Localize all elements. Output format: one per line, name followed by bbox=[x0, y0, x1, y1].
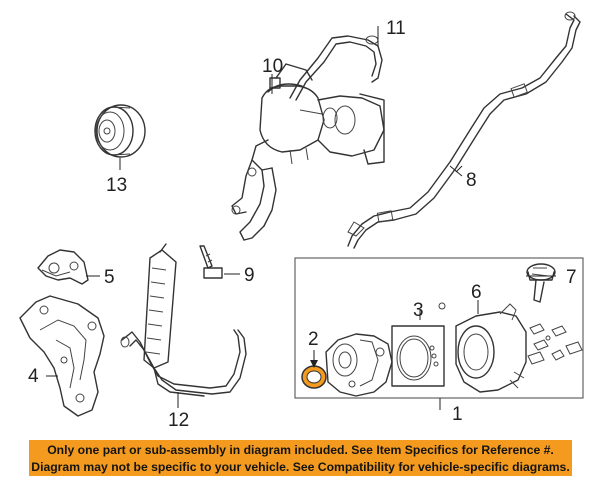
callout-10: 10 bbox=[262, 56, 283, 77]
hose-part-11 bbox=[289, 35, 383, 101]
disclaimer-banner: Only one part or sub-assembly in diagram… bbox=[29, 440, 572, 476]
pump-body bbox=[325, 333, 393, 397]
hydroboost-part-10 bbox=[231, 63, 385, 241]
callout-1: 1 bbox=[452, 404, 463, 425]
fittings bbox=[527, 323, 583, 365]
disclaimer-line-2: Diagram may not be specific to your vehi… bbox=[31, 460, 570, 474]
callout-12: 12 bbox=[168, 410, 189, 430]
cap-part-7 bbox=[526, 263, 556, 303]
callout-3: 3 bbox=[413, 300, 424, 321]
seal-part-2-highlighted bbox=[301, 365, 327, 389]
pulley-part-13 bbox=[94, 104, 146, 158]
callout-8: 8 bbox=[466, 170, 477, 191]
bolt-part-9 bbox=[199, 245, 223, 279]
bracket-part-4 bbox=[19, 295, 105, 417]
callout-13: 13 bbox=[106, 175, 127, 196]
reservoir-part-6 bbox=[455, 303, 527, 393]
disclaimer-line-1: Only one part or sub-assembly in diagram… bbox=[47, 443, 554, 457]
gasket-kit-part-3 bbox=[391, 302, 446, 387]
pressure-line-part-8 bbox=[347, 11, 581, 249]
callout-5: 5 bbox=[104, 267, 115, 288]
parts-diagram: 1 2 3 4 5 6 7 8 9 10 11 12 13 bbox=[19, 11, 584, 430]
callout-4: 4 bbox=[28, 366, 39, 387]
assembly-box-part-1 bbox=[294, 257, 584, 399]
leader-lines bbox=[46, 26, 556, 410]
callout-9: 9 bbox=[244, 265, 255, 286]
bracket-part-5 bbox=[37, 249, 89, 285]
callout-11: 11 bbox=[386, 18, 406, 39]
callout-2: 2 bbox=[308, 329, 319, 350]
callout-6: 6 bbox=[471, 282, 482, 303]
callout-7: 7 bbox=[566, 267, 577, 288]
cooler-part-12 bbox=[120, 243, 247, 397]
arrow-2 bbox=[310, 350, 318, 368]
